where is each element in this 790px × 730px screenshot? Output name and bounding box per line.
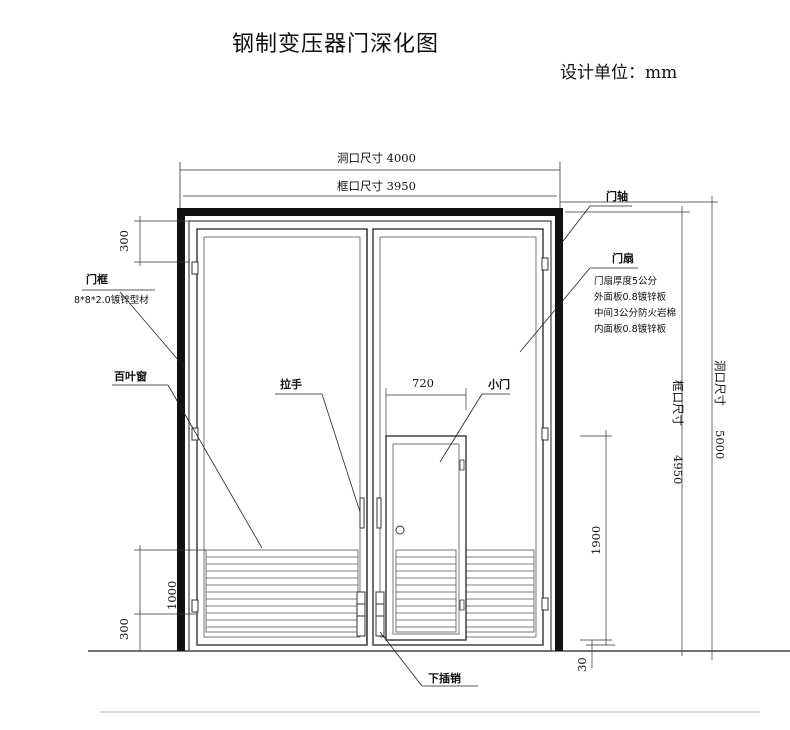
- leaf-spec-1: 外面板0.8镀锌板: [594, 291, 667, 303]
- opening-height-dimension: 洞口尺寸 5000: [560, 196, 727, 660]
- small-door-height-text: 1900: [589, 526, 603, 555]
- frame-height-value: 4950: [671, 455, 685, 484]
- door-handles: [359, 497, 382, 529]
- door-frame-label: 门框: [86, 272, 108, 286]
- small-door-louver: [395, 549, 457, 633]
- frame-width-dimension: 框口尺寸 3950: [183, 179, 557, 197]
- door-axis-callout: 门轴: [559, 189, 632, 246]
- handle-callout: 拉手: [275, 377, 361, 513]
- handle-label: 拉手: [280, 377, 302, 391]
- left-door-leaf: [196, 228, 368, 646]
- bottom-bolts: [356, 591, 385, 637]
- top-gap-dimension: 300: [117, 216, 190, 266]
- bottom-gap-text: 300: [117, 618, 131, 640]
- bottom-bolt-callout: 下插销: [379, 631, 478, 687]
- leaf-spec-0: 门扇厚度5公分: [594, 275, 658, 287]
- louver-height-text: 1000: [165, 581, 179, 610]
- door-axis-label: 门轴: [606, 189, 628, 203]
- frame-height-dimension: 框口尺寸 4950: [565, 206, 690, 656]
- bottom-gap-dimension: 300: [117, 610, 196, 651]
- unit-label: 设计单位：mm: [560, 63, 678, 83]
- frame-width-text: 框口尺寸 3950: [337, 179, 416, 193]
- drawing-title: 钢制变压器门深化图: [232, 32, 440, 57]
- door-frame-outline: [177, 208, 563, 651]
- louver-height-dimension: 1000: [134, 545, 206, 614]
- louver-label: 百叶窗: [114, 369, 147, 383]
- door-leaf-callout: 门扇 门扇厚度5公分 外面板0.8镀锌板 中间3公分防火岩棉 内面板0.8镀锌板: [519, 251, 676, 353]
- door-frame-inner: [188, 220, 552, 651]
- leaf-spec-3: 内面板0.8镀锌板: [594, 323, 667, 335]
- small-door-callout: 小门: [439, 377, 510, 463]
- small-door-width-dimension: 720: [385, 376, 467, 440]
- louver-callout: 百叶窗: [112, 369, 263, 549]
- floor-offset-text: 30: [575, 657, 589, 672]
- floor-offset-dimension: 30: [575, 640, 615, 672]
- opening-width-dimension: 洞口尺寸 4000: [179, 151, 561, 210]
- opening-height-label: 洞口尺寸: [713, 360, 727, 406]
- door-frame-spec: 8*8*2.0镀锌型材: [74, 294, 149, 306]
- left-louver: [205, 549, 359, 633]
- opening-width-text: 洞口尺寸 4000: [337, 151, 416, 165]
- opening-height-value: 5000: [713, 430, 727, 459]
- small-door-width-text: 720: [412, 376, 434, 390]
- hinges: [191, 257, 549, 613]
- frame-height-label: 框口尺寸: [671, 380, 685, 426]
- door-leaf-label: 门扇: [612, 251, 634, 265]
- small-door-label: 小门: [487, 377, 510, 391]
- door-frame-callout: 门框 8*8*2.0镀锌型材: [74, 272, 186, 369]
- bottom-bolt-label: 下插销: [428, 671, 461, 685]
- top-gap-text: 300: [117, 230, 131, 252]
- leaf-spec-2: 中间3公分防火岩棉: [594, 307, 676, 319]
- small-door-height-dimension: 1900: [580, 430, 612, 645]
